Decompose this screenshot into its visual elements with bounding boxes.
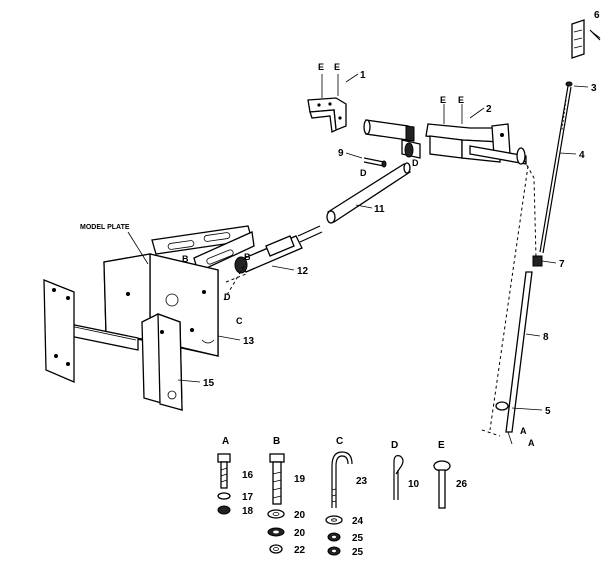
callout-labels: 1 2 3 4 5 6 7 8 9 11 12 13 15 bbox=[177, 10, 601, 417]
rod-part-4 bbox=[539, 81, 573, 254]
hardware-item-25: 25 bbox=[352, 533, 364, 544]
hardware-item-23: 23 bbox=[356, 476, 368, 487]
tag-e: E bbox=[318, 62, 324, 72]
callout-11: 11 bbox=[374, 204, 385, 215]
callout-12: 12 bbox=[297, 266, 309, 277]
callout-5: 5 bbox=[545, 406, 551, 417]
hardware-group-c-letter: C bbox=[336, 436, 343, 447]
callout-13: 13 bbox=[243, 336, 255, 347]
tag-e: E bbox=[458, 95, 464, 105]
tag-d: D bbox=[360, 168, 367, 178]
hardware-item-10: 10 bbox=[408, 479, 420, 490]
pin-part-9 bbox=[363, 157, 387, 168]
hardware-legend: A 16 17 18 B 19 20 20 22 C 2 bbox=[217, 436, 468, 558]
tag-b: B bbox=[182, 254, 189, 264]
tag-b: B bbox=[244, 252, 251, 262]
hardware-item-22: 22 bbox=[294, 545, 306, 556]
callout-4: 4 bbox=[579, 150, 585, 161]
tag-e: E bbox=[440, 95, 446, 105]
rod-part-11 bbox=[326, 162, 411, 224]
tag-d: D bbox=[412, 158, 419, 168]
hardware-item-20: 20 bbox=[294, 510, 306, 521]
tag-c: C bbox=[236, 316, 243, 326]
tag-d: D bbox=[224, 292, 231, 302]
callout-3: 3 bbox=[591, 83, 597, 94]
hardware-item-16: 16 bbox=[242, 470, 254, 481]
hardware-group-b-letter: B bbox=[273, 436, 280, 447]
tag-a: A bbox=[528, 438, 535, 448]
plate-part-15 bbox=[43, 279, 183, 411]
control-rod-part-8 bbox=[495, 271, 533, 445]
tag-a: A bbox=[520, 426, 527, 436]
callout-2: 2 bbox=[486, 104, 492, 115]
callout-7: 7 bbox=[559, 259, 565, 270]
callout-8: 8 bbox=[543, 332, 549, 343]
hardware-item-26: 26 bbox=[456, 479, 468, 490]
hardware-item-19: 19 bbox=[294, 474, 306, 485]
hardware-item-17: 17 bbox=[242, 492, 254, 503]
linkage-dashed-lines bbox=[223, 159, 537, 437]
model-plate-callout: MODEL PLATE bbox=[80, 224, 149, 265]
shaft-assembly-part-2 bbox=[363, 104, 527, 165]
hardware-item-24: 24 bbox=[352, 516, 364, 527]
model-plate-label: MODEL PLATE bbox=[80, 224, 130, 231]
nut-part-7 bbox=[532, 255, 543, 267]
hardware-group-a-letter: A bbox=[222, 436, 229, 447]
hardware-item-25b: 25 bbox=[352, 547, 364, 558]
hardware-item-20b: 20 bbox=[294, 528, 306, 539]
lever-part-12 bbox=[234, 225, 323, 274]
letter-tags: E E E E D D D B B C A A bbox=[182, 62, 535, 448]
tag-e: E bbox=[334, 62, 340, 72]
callout-15: 15 bbox=[203, 378, 215, 389]
hardware-group-e-letter: E bbox=[438, 440, 445, 451]
callout-1: 1 bbox=[360, 70, 366, 81]
callout-6: 6 bbox=[594, 10, 600, 21]
hardware-item-18: 18 bbox=[242, 506, 254, 517]
bracket-part-1 bbox=[307, 74, 347, 133]
handle-grip-top bbox=[571, 19, 601, 59]
callout-9: 9 bbox=[338, 148, 344, 159]
frame-part-13 bbox=[56, 225, 255, 357]
hardware-group-d-letter: D bbox=[391, 440, 398, 451]
